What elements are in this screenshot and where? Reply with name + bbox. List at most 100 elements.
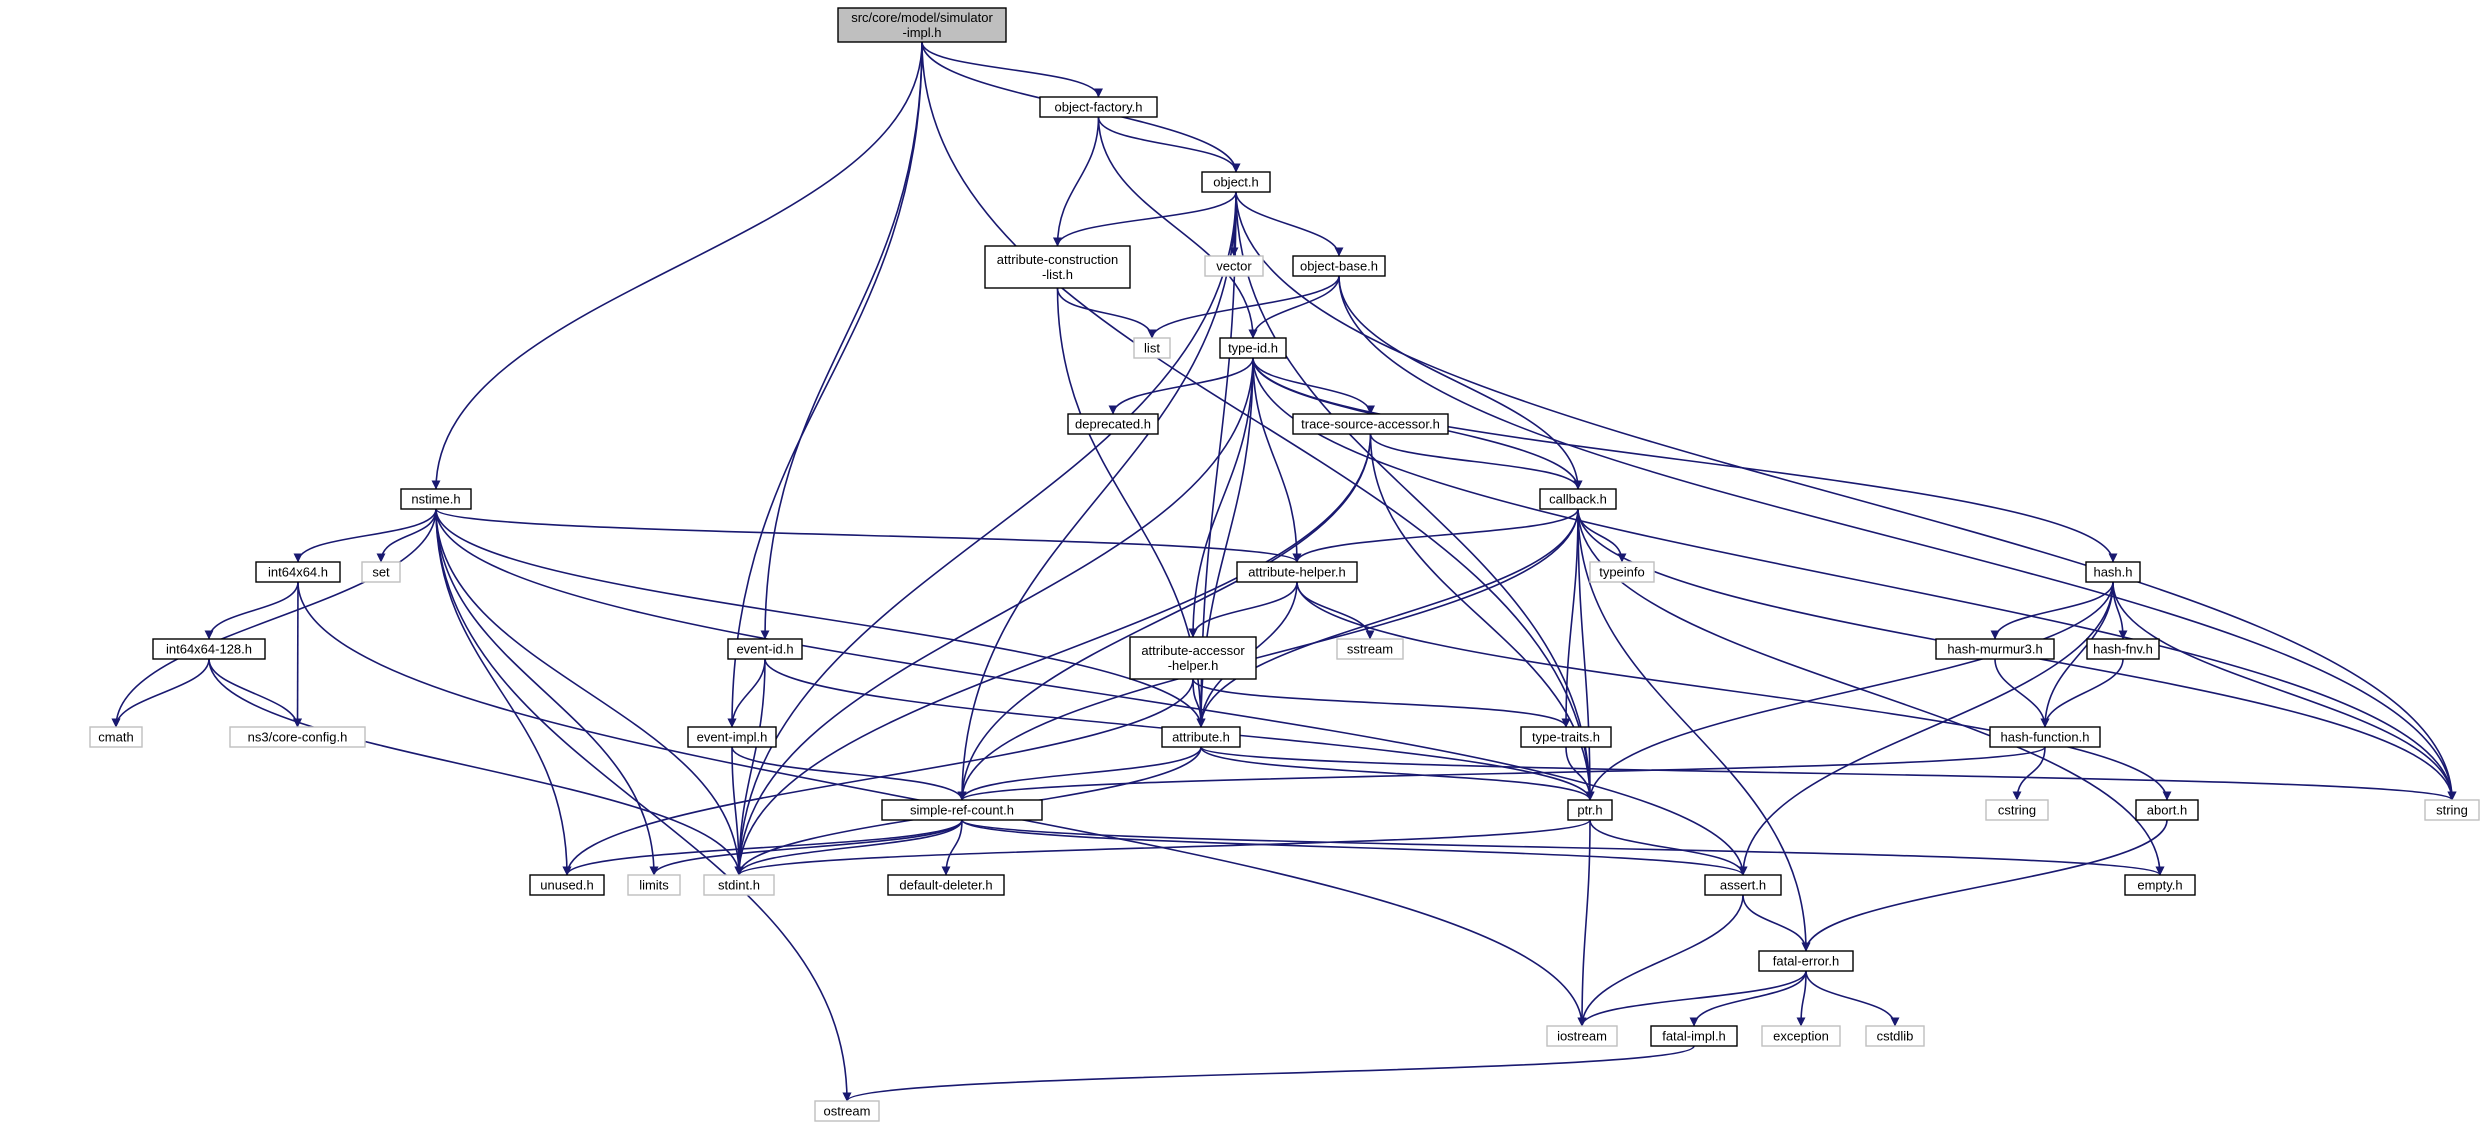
node-attr-construction-list[interactable]: attribute-construction-list.h — [984, 245, 1131, 289]
edge-root-to-event-impl — [727, 41, 923, 728]
edge-simple-ref-count-to-assert — [961, 819, 1748, 876]
node-box — [1129, 636, 1257, 680]
node-object-factory[interactable]: object-factory.h — [1039, 96, 1158, 118]
node-box — [2124, 874, 2196, 896]
node-box — [1039, 96, 1158, 118]
edge-callback-to-type-traits — [1561, 508, 1579, 728]
edge-root-to-object-factory — [921, 41, 1103, 98]
node-box — [361, 561, 401, 583]
node-nstime[interactable]: nstime.h — [400, 488, 472, 510]
node-hash[interactable]: hash.h — [2085, 561, 2141, 583]
node-type-id[interactable]: type-id.h — [1219, 337, 1287, 359]
node-box — [2085, 561, 2141, 583]
node-hash-function[interactable]: hash-function.h — [1989, 726, 2101, 748]
edge-fatal-error-to-exception — [1796, 970, 1807, 1027]
node-simple-ref-count[interactable]: simple-ref-count.h — [881, 799, 1043, 821]
node-label: sstream — [1347, 642, 1393, 657]
edge-object-to-object-base — [1235, 191, 1344, 257]
node-label: fatal-impl.h — [1662, 1029, 1726, 1044]
node-label: vector — [1216, 259, 1252, 274]
node-box — [89, 726, 143, 748]
edge-callback-to-ptr — [1577, 508, 1595, 801]
node-attribute[interactable]: attribute.h — [1161, 726, 1241, 748]
edge-hash-to-ptr — [1585, 581, 2114, 801]
edge-hash-murmur3-to-hash-function — [1994, 658, 2050, 728]
node-fatal-impl[interactable]: fatal-impl.h — [1650, 1025, 1738, 1047]
edge-type-id-to-hash — [1252, 357, 2118, 563]
edge-hash-to-string — [2112, 581, 2457, 801]
node-label: attribute-construction — [997, 252, 1118, 267]
node-label: empty.h — [2137, 878, 2182, 893]
node-object-base[interactable]: object-base.h — [1292, 255, 1386, 277]
edge-fatal-error-to-iostream — [1577, 970, 1807, 1027]
node-iostream: iostream — [1546, 1025, 1618, 1047]
node-attr-accessor-helper[interactable]: attribute-accessor-helper.h — [1129, 636, 1257, 680]
edge-object-to-string — [1235, 191, 2457, 801]
node-unused[interactable]: unused.h — [529, 874, 605, 896]
node-attribute-helper[interactable]: attribute-helper.h — [1236, 561, 1358, 583]
node-event-impl[interactable]: event-impl.h — [687, 726, 777, 748]
node-deprecated[interactable]: deprecated.h — [1067, 413, 1159, 435]
edge-event-impl-to-simple-ref-count — [731, 746, 967, 801]
node-fatal-error[interactable]: fatal-error.h — [1758, 950, 1854, 972]
node-label: nstime.h — [411, 492, 460, 507]
edge-int64x64-128-to-stdint — [208, 658, 744, 876]
node-hash-murmur3[interactable]: hash-murmur3.h — [1935, 638, 2055, 660]
node-empty[interactable]: empty.h — [2124, 874, 2196, 896]
edge-attr-accessor-helper-to-type-traits — [1192, 678, 1571, 728]
edge-attr-construction-list-to-list — [1056, 287, 1157, 339]
edge-attribute-to-simple-ref-count — [957, 746, 1202, 801]
node-box — [1539, 488, 1617, 510]
edge-int64x64-128-to-core-config — [208, 658, 302, 728]
node-box — [2135, 799, 2199, 821]
edge-nstime-to-stdint — [435, 508, 744, 876]
node-root[interactable]: src/core/model/simulator-impl.h — [837, 7, 1007, 43]
node-object[interactable]: object.h — [1201, 171, 1271, 193]
node-label: set — [372, 565, 390, 580]
node-event-id[interactable]: event-id.h — [727, 638, 803, 660]
node-default-deleter[interactable]: default-deleter.h — [887, 874, 1005, 896]
node-box — [881, 799, 1043, 821]
node-type-traits[interactable]: type-traits.h — [1520, 726, 1612, 748]
node-int64x64[interactable]: int64x64.h — [255, 561, 341, 583]
node-box — [1219, 337, 1287, 359]
node-box — [1067, 413, 1159, 435]
edge-nstime-to-attribute-helper — [435, 508, 1302, 563]
node-label: exception — [1773, 1029, 1829, 1044]
node-list: list — [1133, 337, 1171, 359]
edge-hash-function-to-cstring — [2012, 746, 2046, 801]
node-label: ptr.h — [1577, 803, 1602, 818]
node-hash-fnv[interactable]: hash-fnv.h — [2086, 638, 2160, 660]
node-label: event-id.h — [736, 642, 793, 657]
node-callback[interactable]: callback.h — [1539, 488, 1617, 510]
edge-hash-function-to-simple-ref-count — [957, 746, 2046, 801]
node-box — [1985, 799, 2049, 821]
node-box — [1589, 561, 1655, 583]
edge-int64x64-to-int64x64-128 — [204, 581, 299, 640]
node-ptr[interactable]: ptr.h — [1567, 799, 1613, 821]
edge-hash-to-assert — [1738, 581, 2114, 876]
edge-nstime-to-ostream — [435, 508, 852, 1102]
node-assert[interactable]: assert.h — [1704, 874, 1782, 896]
edge-object-base-to-list — [1147, 275, 1340, 339]
node-box — [152, 638, 266, 660]
node-limits: limits — [627, 874, 681, 896]
node-box — [2086, 638, 2160, 660]
node-box — [1761, 1025, 1841, 1047]
node-label: hash-function.h — [2001, 730, 2090, 745]
edge-type-traits-to-ptr — [1565, 746, 1595, 801]
node-trace-source-accessor[interactable]: trace-source-accessor.h — [1292, 413, 1449, 435]
edge-abort-to-fatal-error — [1801, 819, 2168, 952]
node-exception: exception — [1761, 1025, 1841, 1047]
edge-object-base-to-string — [1338, 275, 2457, 801]
node-label: assert.h — [1720, 878, 1766, 893]
node-int64x64-128[interactable]: int64x64-128.h — [152, 638, 266, 660]
node-label: default-deleter.h — [899, 878, 992, 893]
edge-trace-source-accessor-to-stdint — [734, 433, 1372, 876]
node-cstring: cstring — [1985, 799, 2049, 821]
edge-nstime-to-cmath — [111, 508, 437, 728]
edge-ptr-to-iostream — [1577, 819, 1591, 1027]
node-cmath: cmath — [89, 726, 143, 748]
node-abort[interactable]: abort.h — [2135, 799, 2199, 821]
